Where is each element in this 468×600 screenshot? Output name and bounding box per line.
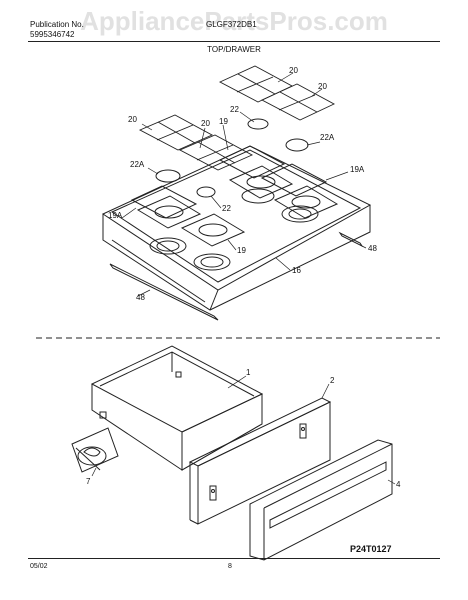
drawer-front [249,439,393,561]
side-trim-right [338,231,364,248]
grate-top [218,65,293,103]
drawer-clip [71,427,119,473]
leader-lines [121,72,367,297]
publication-label: Publication No. [30,20,84,29]
callout-label: 48 [136,293,145,302]
publication-number: 5995346742 [30,30,75,39]
callout-label: 22 [230,105,239,114]
grate-center [178,134,254,171]
callout-label: 19 [237,246,246,255]
callout-label: 20 [289,66,298,75]
footer-date: 05/02 [30,563,48,570]
drawer-inner-panel [188,397,332,525]
burner-plate [218,145,286,179]
drawer-leader-lines [91,375,396,485]
callout-label: 1 [246,368,251,377]
burner-cap [155,169,181,183]
page-number: 8 [228,563,232,570]
callout-label: 4 [396,480,401,489]
burner-cap [247,118,269,130]
callout-label: 22A [320,133,335,142]
side-trim-left [109,263,219,321]
burner-plate [260,163,328,197]
footer-rule [28,558,440,559]
burner-cap [196,186,216,198]
burner-cap [285,138,309,152]
callout-label: 2 [330,376,335,385]
callout-label: 19 [219,117,228,126]
burner-plate [130,185,198,219]
header-rule [28,41,440,42]
grate-left [138,114,214,151]
drawer-body [90,345,264,471]
callout-label: 22A [130,160,145,169]
callout-label: 20 [318,82,327,91]
callout-label: 19A [108,211,123,220]
figure-code: P24T0127 [350,544,392,554]
callout-label: 20 [201,119,210,128]
callout-label: 22 [222,204,231,213]
watermark: AppliancePartsPros.com [80,6,388,36]
callout-label: 16 [292,266,301,275]
callout-label: 48 [368,244,377,253]
callout-label: 20 [128,115,137,124]
burner-bases [136,165,339,271]
callout-label: 19A [350,165,365,174]
model-number: GLGF372DB1 [206,20,257,29]
section-title: TOP/DRAWER [207,45,261,54]
cooktop-body [101,145,372,311]
grate-right [260,83,335,121]
callout-label: 7 [86,477,91,486]
